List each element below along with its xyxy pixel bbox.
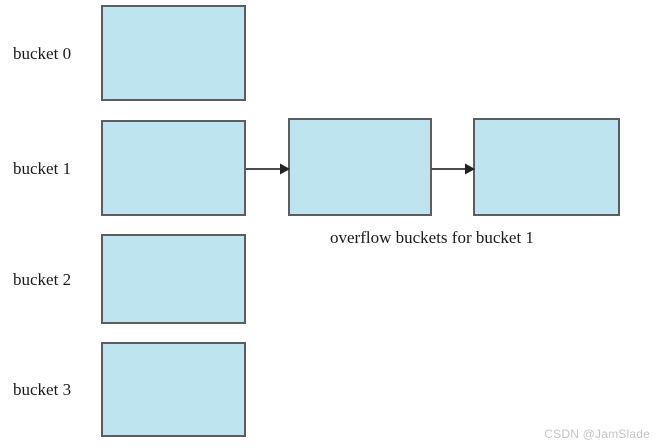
arrow-bucket1-to-overflow1-icon [246,163,290,175]
watermark: CSDN @JamSlade [544,427,650,441]
overflow-bucket-box-1 [473,118,620,216]
arrow-overflow1-to-overflow2-icon [431,163,475,175]
bucket-box-1 [101,120,246,216]
overflow-bucket-box-0 [288,118,432,216]
bucket-label-0: bucket 0 [13,44,72,63]
bucket-label-2: bucket 2 [13,270,72,289]
overflow-caption: overflow buckets for bucket 1 [330,228,534,247]
bucket-label-3: bucket 3 [13,380,72,399]
bucket-box-0 [101,5,246,101]
bucket-box-3 [101,342,246,437]
bucket-box-2 [101,234,246,324]
bucket-label-1: bucket 1 [13,159,72,178]
